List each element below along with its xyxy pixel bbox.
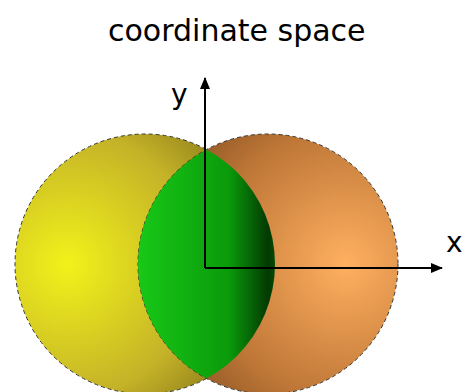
x-axis [205, 267, 442, 269]
axis-label: x [446, 228, 463, 259]
overlap-region [138, 134, 398, 392]
green-lens [138, 134, 398, 392]
axis-label: y [171, 80, 188, 111]
diagram-title: coordinate space [108, 14, 366, 47]
y-axis [204, 78, 206, 268]
orange-circle [138, 134, 398, 392]
